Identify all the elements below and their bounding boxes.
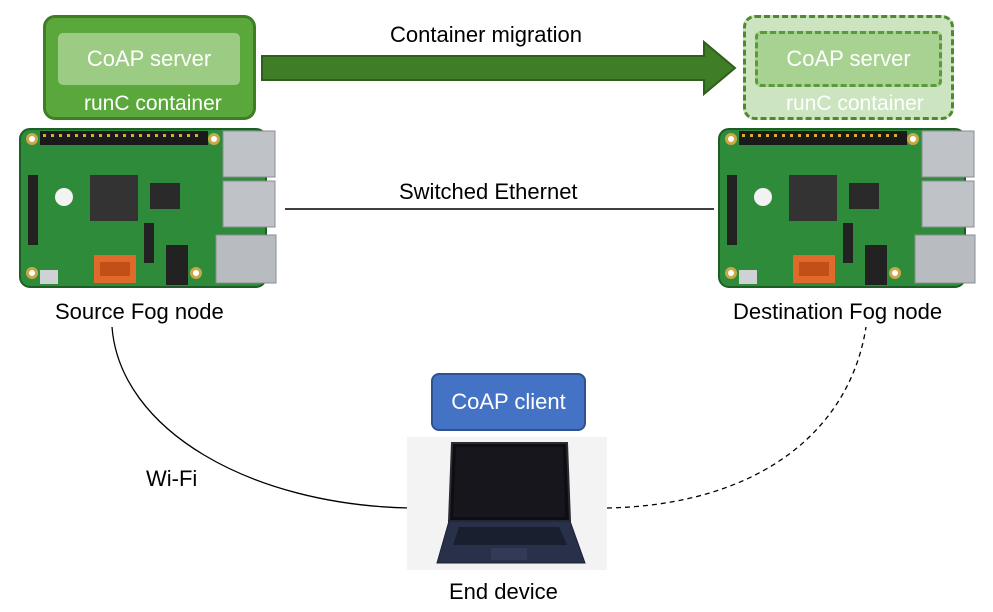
- destination-raspberry-pi-icon: [718, 128, 976, 288]
- source-node-label: Source Fog node: [55, 299, 224, 324]
- migration-label: Container migration: [390, 22, 582, 47]
- source-container-label: runC container: [84, 92, 222, 115]
- end-device-label: End device: [449, 579, 558, 604]
- source-raspberry-pi-icon: [19, 128, 277, 288]
- destination-server-label: CoAP server: [786, 46, 911, 71]
- coap-client-box: CoAP client: [431, 373, 586, 431]
- source-coap-server: CoAP server: [58, 33, 240, 85]
- coap-client-label: CoAP client: [451, 389, 566, 414]
- destination-coap-server: CoAP server: [755, 31, 942, 87]
- laptop-icon: [407, 437, 607, 570]
- migration-arrow: [261, 39, 737, 97]
- source-server-label: CoAP server: [86, 46, 212, 71]
- wifi-link-destination: [606, 326, 867, 509]
- wifi-label: Wi-Fi: [146, 466, 198, 491]
- wifi-link-source: [111, 326, 411, 509]
- ethernet-label: Switched Ethernet: [399, 179, 578, 204]
- destination-node-label: Destination Fog node: [733, 299, 943, 324]
- destination-container-label: runC container: [786, 92, 924, 115]
